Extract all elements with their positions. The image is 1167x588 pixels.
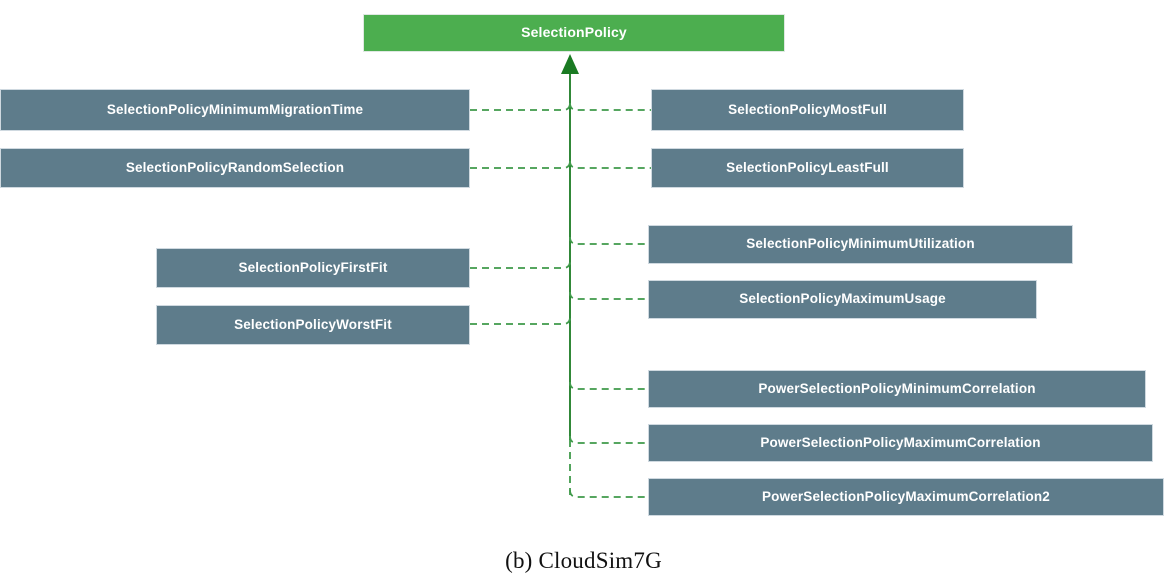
connector-line (569, 236, 648, 245)
connector-line (470, 160, 571, 169)
class-node-selection-policy-least-full[interactable]: SelectionPolicyLeastFull (651, 148, 964, 188)
class-node-label: SelectionPolicyMostFull (728, 101, 887, 117)
connector-line (470, 260, 571, 269)
connector-line (569, 381, 648, 390)
class-node-label: PowerSelectionPolicyMinimumCorrelation (758, 380, 1036, 396)
class-node-label: PowerSelectionPolicyMaximumCorrelation (760, 434, 1041, 450)
class-node-label: SelectionPolicyRandomSelection (125, 159, 345, 175)
class-node-power-selection-policy-minimum-correlation[interactable]: PowerSelectionPolicyMinimumCorrelation (648, 370, 1146, 408)
connector-line (569, 160, 651, 169)
connector-line (569, 435, 648, 444)
class-node-label: SelectionPolicyMinimumUtilization (746, 236, 975, 252)
connector-line (470, 316, 571, 325)
connector-line (569, 489, 648, 498)
class-node-selection-policy-worst-fit[interactable]: SelectionPolicyWorstFit (156, 305, 470, 345)
connector-line (470, 102, 571, 111)
class-node-selection-policy-random-selection[interactable]: SelectionPolicyRandomSelection (0, 148, 470, 188)
connector-line (569, 291, 648, 300)
class-node-selection-policy-most-full[interactable]: SelectionPolicyMostFull (651, 89, 964, 131)
class-node-label: SelectionPolicyMaximumUsage (739, 291, 946, 307)
class-node-selection-policy[interactable]: SelectionPolicy (363, 14, 785, 52)
class-node-power-selection-policy-maximum-correlation-2[interactable]: PowerSelectionPolicyMaximumCorrelation2 (648, 478, 1164, 516)
class-node-power-selection-policy-maximum-correlation[interactable]: PowerSelectionPolicyMaximumCorrelation (648, 424, 1153, 462)
class-node-label: SelectionPolicyLeastFull (726, 159, 889, 175)
connector-line (569, 102, 651, 111)
class-node-selection-policy-minimum-utilization[interactable]: SelectionPolicyMinimumUtilization (648, 225, 1073, 264)
generalization-arrowhead (561, 54, 579, 74)
class-node-label: SelectionPolicyWorstFit (234, 316, 392, 332)
class-node-selection-policy-first-fit[interactable]: SelectionPolicyFirstFit (156, 248, 470, 288)
class-node-label: SelectionPolicyFirstFit (238, 259, 388, 275)
class-node-selection-policy-minimum-migration-time[interactable]: SelectionPolicyMinimumMigrationTime (0, 89, 470, 131)
class-node-label: SelectionPolicy (521, 24, 627, 41)
class-node-label: SelectionPolicyMinimumMigrationTime (106, 101, 364, 117)
inheritance-connectors (470, 54, 651, 498)
class-node-selection-policy-maximum-usage[interactable]: SelectionPolicyMaximumUsage (648, 280, 1037, 319)
class-node-label: PowerSelectionPolicyMaximumCorrelation2 (762, 488, 1050, 504)
figure-caption: (b) CloudSim7G (505, 548, 662, 573)
